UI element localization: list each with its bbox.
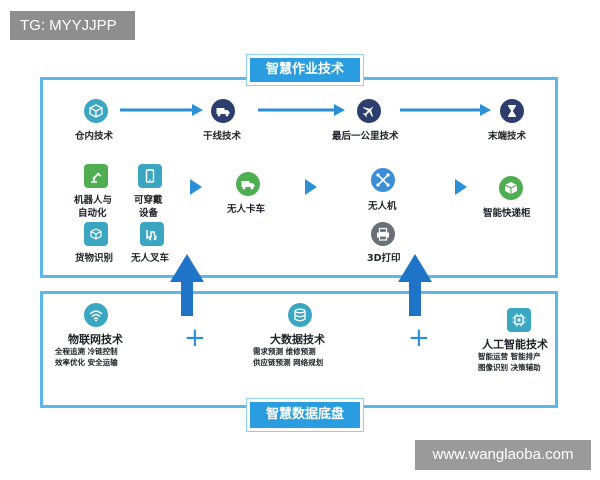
driverless-truck-label: 无人卡车: [227, 204, 266, 215]
bigdata-detail-2: 供应链预测 网络规划: [253, 358, 324, 367]
process-label-last-mile: 最后一公里技术: [332, 131, 399, 142]
smart-locker-label: 智能快递柜: [483, 208, 531, 219]
wifi-icon: [84, 303, 108, 327]
cube-scan-icon: [84, 222, 108, 246]
drone-icon: [371, 168, 395, 192]
printing-label: 3D打印: [367, 253, 401, 264]
driverless-forklift-label: 无人叉车: [131, 253, 170, 264]
ai-detail-2: 图像识别 决策辅助: [478, 363, 541, 372]
up-arrow-right: [398, 254, 432, 316]
bigdata-title: 大数据技术: [270, 333, 325, 346]
row2-arrow-3: [455, 179, 467, 195]
truck-icon: [236, 172, 260, 196]
ai-title: 人工智能技术: [482, 338, 548, 351]
forklift-icon: [140, 222, 164, 246]
process-label-warehouse: 仓内技术: [75, 131, 114, 142]
flow-arrow-1: [120, 104, 203, 116]
watermark-top: TG: MYYJJPP: [10, 11, 135, 40]
flow-arrow-2: [258, 104, 345, 116]
up-arrow-left: [170, 254, 204, 316]
iot-detail-2: 效率优化 安全运输: [55, 358, 118, 367]
plane-icon: [357, 99, 381, 123]
flow-arrow-3: [400, 104, 491, 116]
process-label-trunk: 干线技术: [203, 131, 242, 142]
process-label-terminal: 末端技术: [488, 131, 527, 142]
box-icon: [84, 99, 108, 123]
row2-arrow-1: [190, 179, 202, 195]
smart-operations-banner: 智慧作业技术: [247, 55, 363, 85]
watermark-bottom: www.wanglaoba.com: [415, 440, 591, 470]
truck-icon: [211, 99, 235, 123]
ai-detail-1: 智能运营 智能排产: [478, 352, 541, 361]
phone-icon: [138, 164, 162, 188]
cargo-recognition-label: 货物识别: [75, 253, 114, 264]
iot-title: 物联网技术: [68, 333, 123, 346]
robot-arm-icon: [84, 164, 108, 188]
plus-sign-2: +: [408, 323, 430, 353]
wearable-label-line2: 设备: [139, 208, 159, 219]
chip-icon: [507, 308, 531, 332]
drone-label: 无人机: [368, 201, 397, 212]
wearable-label-line1: 可穿戴: [134, 195, 163, 206]
bigdata-detail-1: 需求预测 维修预测: [253, 347, 316, 356]
robot-label-line2: 自动化: [78, 208, 107, 219]
smart-data-banner: 智慧数据底盘: [247, 399, 363, 431]
printer-icon: [371, 222, 395, 246]
database-icon: [288, 303, 312, 327]
iot-detail-1: 全程追溯 冷链控制: [55, 347, 118, 356]
robot-label-line1: 机器人与: [74, 195, 113, 206]
locker-icon: [499, 176, 523, 200]
row2-arrow-2: [305, 179, 317, 195]
hourglass-icon: [500, 99, 524, 123]
plus-sign-1: +: [184, 323, 206, 353]
